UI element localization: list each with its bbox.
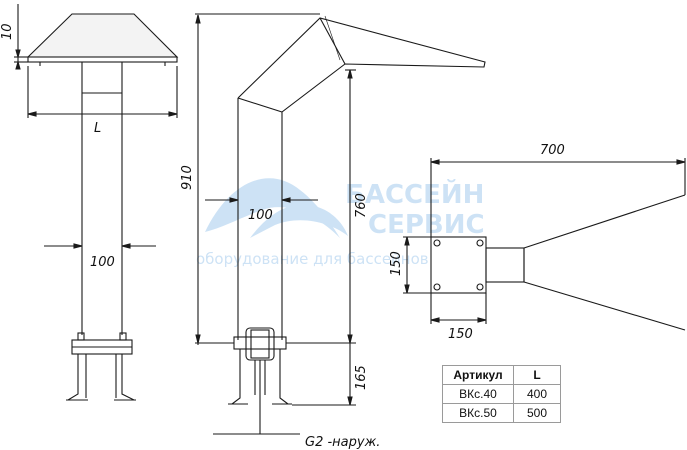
spec-header-l: L	[513, 365, 561, 385]
front-view	[14, 4, 179, 401]
dim-front-pipe: 100	[90, 255, 115, 270]
dim-front-width: L	[94, 121, 101, 136]
spec-table: Артикул L ВКс.40 400 ВКс.50 500	[442, 365, 561, 423]
watermark-wave2-icon	[250, 204, 348, 238]
table-row: ВКс.50 500	[442, 403, 561, 423]
watermark-line3: оборудование для бассейнов	[196, 250, 429, 268]
dim-side-pipe: 100	[248, 208, 273, 223]
top-view	[403, 158, 686, 331]
spec-table-header: Артикул L	[442, 365, 561, 385]
spec-l-value: 400	[513, 384, 561, 404]
watermark-line2: СЕРВИС	[368, 210, 485, 240]
side-view	[195, 13, 486, 435]
dim-front-cap-height: 10	[0, 23, 15, 40]
table-row: ВКс.40 400	[442, 384, 561, 404]
dim-side-total-height: 910	[180, 165, 195, 190]
dim-side-base-height: 165	[354, 365, 369, 390]
dim-top-flange-width: 150	[448, 327, 473, 342]
dimension-labels: 10 L 100 910 100 760 165 700 150 150 G2 …	[0, 23, 565, 450]
watermark-line1: БАССЕЙН	[345, 178, 484, 210]
spec-header-article: Артикул	[442, 365, 514, 385]
spec-article: ВКс.40	[442, 384, 514, 404]
dim-top-flange-height: 150	[389, 251, 404, 276]
dim-top-length: 700	[540, 143, 565, 158]
watermark: БАССЕЙН СЕРВИС оборудование для бассейно…	[196, 178, 485, 268]
spec-l-value: 500	[513, 403, 561, 423]
dim-side-inner-height: 760	[354, 193, 369, 218]
spec-article: ВКс.50	[442, 403, 514, 423]
thread-note: G2 -наруж.	[305, 435, 380, 450]
watermark-wave-icon	[205, 178, 340, 238]
